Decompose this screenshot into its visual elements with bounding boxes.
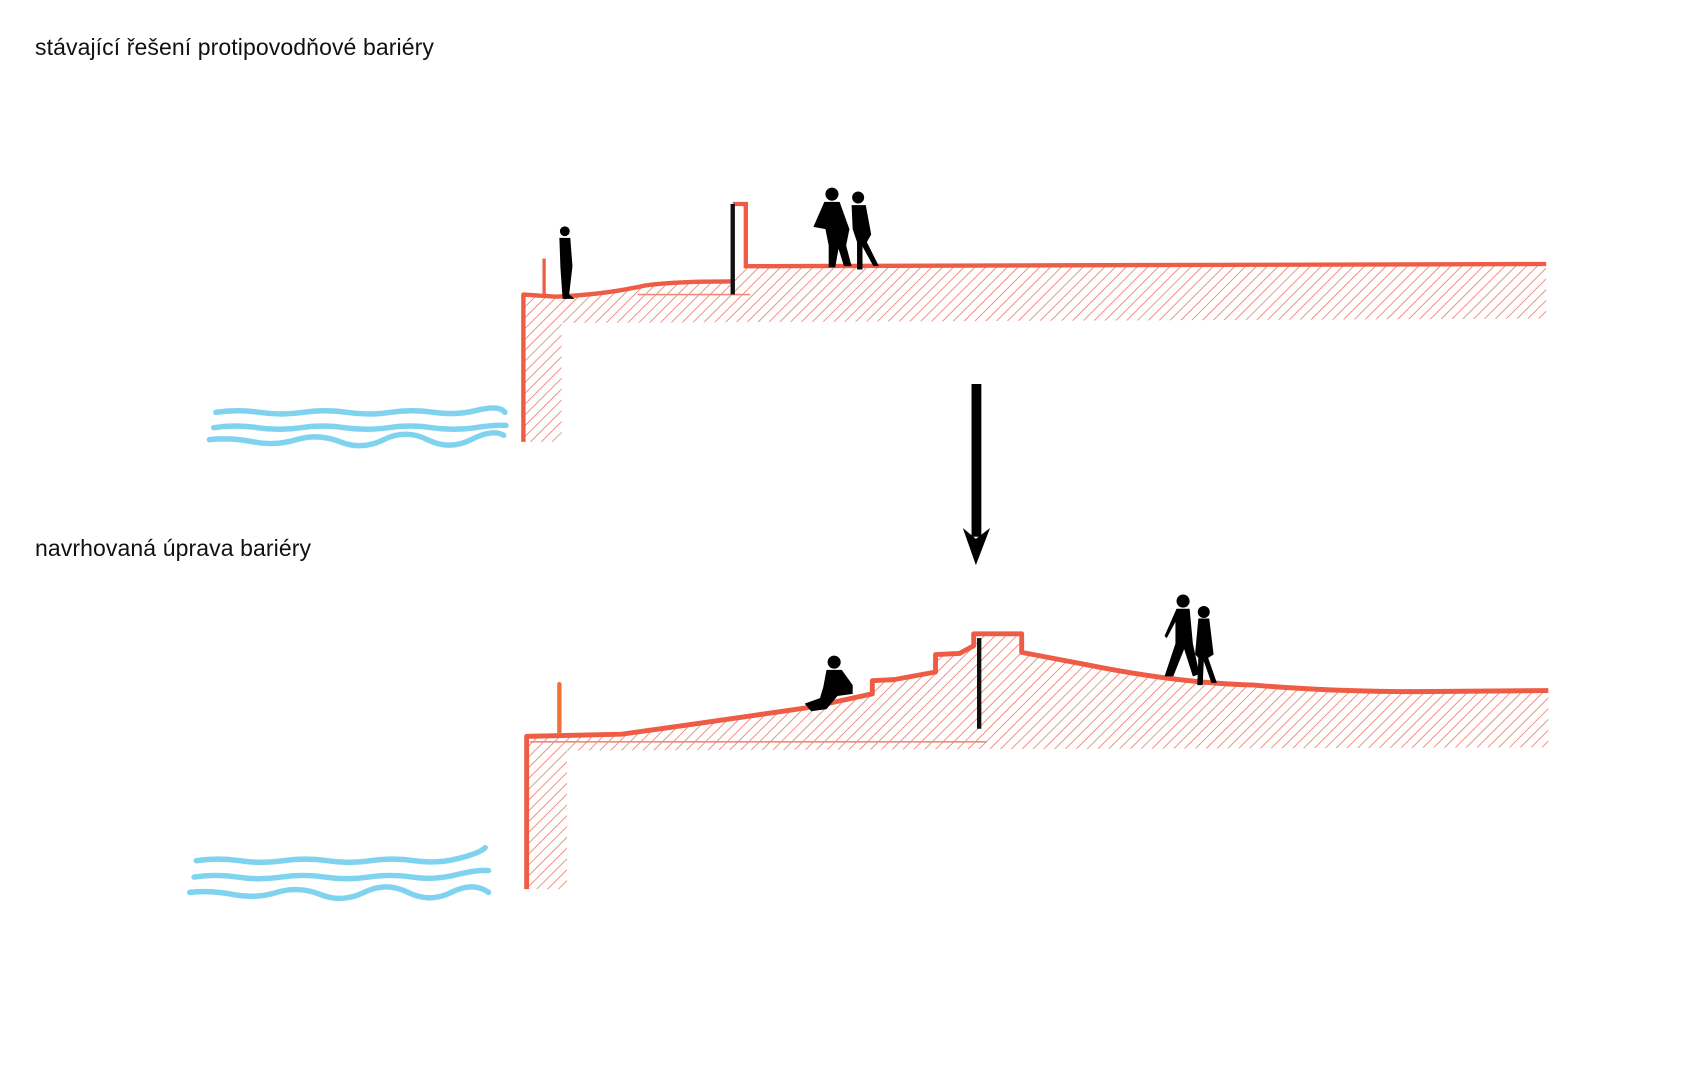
proposed-section [187,594,1549,902]
proposed-terrain-hatch [526,633,1549,890]
existing-terrain-hatch [523,264,1547,442]
down-arrow-icon [962,384,991,566]
existing-solution-title: stávající řešení protipovodňové bariéry [35,34,434,60]
existing-barrier-cap [732,201,1547,269]
couple-walking-icon [813,187,879,270]
water-waves-icon [206,405,509,449]
water-waves-icon [187,844,492,902]
existing-section [206,187,1547,449]
proposed-solution-title: navrhovaná úprava bariéry [35,535,312,561]
person-standing-icon [559,226,575,299]
proposed-terrain-line [524,631,1549,890]
person-sitting-icon [804,655,853,712]
couple-walking-icon [1164,594,1217,686]
